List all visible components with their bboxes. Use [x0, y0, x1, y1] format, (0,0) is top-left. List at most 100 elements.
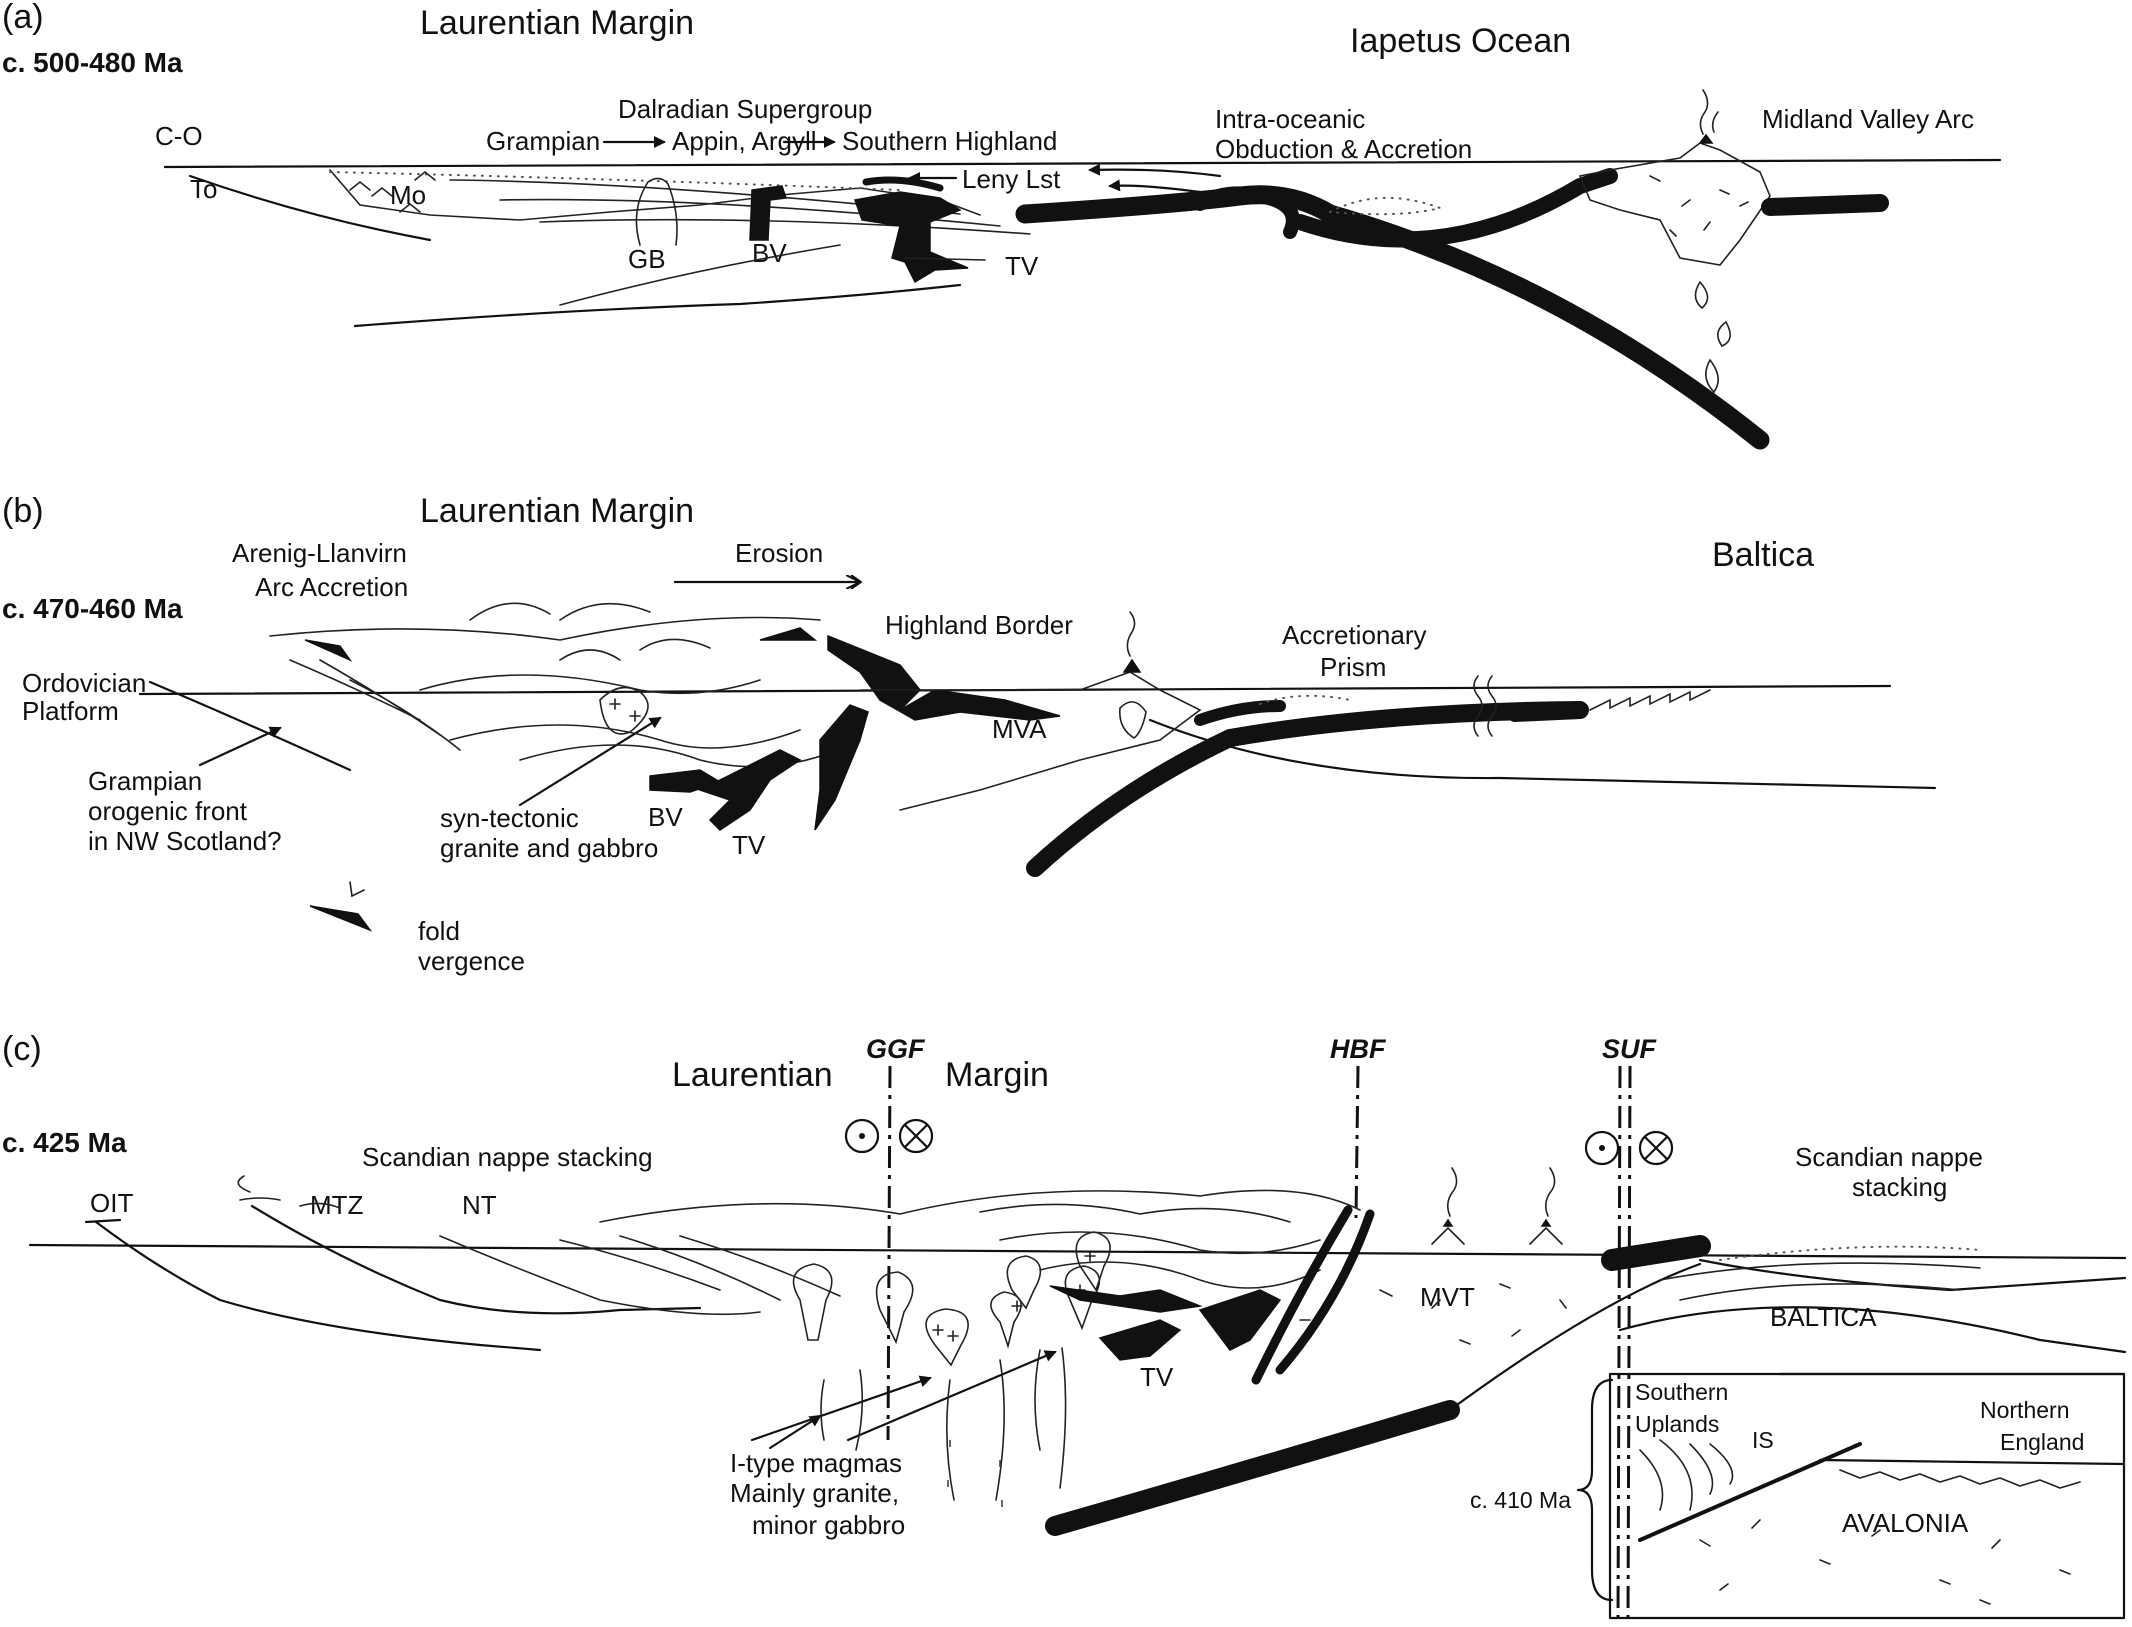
- inset-northern-label-1: Northern: [1980, 1397, 2069, 1423]
- panel-b-volcano-cone: [1122, 658, 1142, 673]
- panel-c-slab-top: [1448, 1262, 1702, 1412]
- panel-b-age: c. 470-460 Ma: [2, 593, 183, 624]
- panel-a-obduction-arrow-2: [1108, 179, 1202, 194]
- panel-c-itype-arrow-1: [768, 1414, 822, 1450]
- panel-c-itype-arrow-2: [750, 1375, 932, 1442]
- panel-b-highland-border-label: Highland Border: [885, 610, 1073, 640]
- panel-c-suf-black-body: [1601, 1235, 1711, 1271]
- panel-b-mva-body: [859, 671, 1202, 811]
- oit-tip: [84, 1218, 122, 1224]
- panel-a-crust-line: [559, 244, 841, 306]
- panel-b-fold-1: [269, 616, 821, 641]
- suf-out-of-page-symbol: [1584, 1130, 1620, 1166]
- panel-a-intra-label-2: Obduction & Accretion: [1215, 134, 1472, 164]
- nt-thrust: [439, 1235, 761, 1316]
- panel-b-ordovician-label-1: Ordovician: [22, 668, 146, 698]
- panel-a: (a) c. 500-480 Ma Laurentian Margin Iape…: [2, 0, 2002, 450]
- panel-c-itype-arrow-3: [846, 1350, 1057, 1442]
- panel-b-fold-label-1: fold: [418, 916, 460, 946]
- panel-b-volcano-plume: [1126, 611, 1136, 657]
- inset-avalonia-top: [1839, 1469, 2081, 1489]
- panel-a-to-label: To: [190, 174, 217, 204]
- panel-c-ggf-label: GGF: [866, 1034, 926, 1064]
- panel-a-sediment-stipple: [329, 171, 901, 191]
- panel-a-subducting-slab: [1015, 185, 1770, 450]
- inset-brace: [1576, 1378, 1614, 1602]
- panel-c-itype-label-3: minor gabbro: [752, 1510, 905, 1540]
- panel-b-arenig-label-1: Arenig-Llanvirn: [232, 538, 407, 568]
- suf-into-page-cross: [1643, 1135, 1669, 1161]
- panel-b-dyke-body: [814, 704, 869, 831]
- panel-a-bv-body: [749, 185, 788, 241]
- panel-c-margin-title: Margin: [945, 1056, 1049, 1094]
- panel-a-co-label: C-O: [155, 121, 203, 151]
- panel-c-scandian-right-label-2: stacking: [1852, 1172, 1947, 1202]
- panel-c-tv-body-3: [1198, 1289, 1282, 1351]
- ggf-out-of-page-dot: [859, 1133, 865, 1139]
- panel-c-subducting-slab: [1045, 1400, 1460, 1536]
- panel-a-leny-label: Leny Lst: [962, 164, 1061, 194]
- panel-c-fold-pile-mid: [979, 1203, 1321, 1255]
- panel-b: (b) c. 470-460 Ma Laurentian Margin Balt…: [2, 492, 1937, 976]
- panel-b-arc-pluton: [1118, 701, 1147, 739]
- panel-a-tv-leader: [904, 257, 986, 261]
- panel-b-erosion-label: Erosion: [735, 538, 823, 568]
- panel-a-rising-plutons: [1694, 281, 1731, 394]
- panel-b-baltica-slab: [1507, 703, 1588, 722]
- panel-c-hbf-label: HBF: [1330, 1034, 1387, 1064]
- suf-fault-line-1: [1616, 1065, 1622, 1621]
- fold-vergence-hook: [349, 881, 365, 898]
- panel-b-granite-pluton: [599, 686, 649, 735]
- suf-fault-line-2: [1626, 1065, 1632, 1621]
- panel-a-obducted-sheet: [1193, 186, 1300, 239]
- panel-c-granite-2: [875, 1271, 914, 1345]
- panel-c-tv-label: TV: [1140, 1362, 1174, 1392]
- panel-b-accretionary-label-1: Accretionary: [1282, 620, 1427, 650]
- panel-a-arc-dashes: [1649, 175, 1749, 237]
- panel-b-vergence-arrow-right: [759, 627, 818, 641]
- panel-c-oit-label: OIT: [90, 1188, 133, 1218]
- panel-a-bv-label: BV: [752, 238, 787, 268]
- panel-c-granite-1: [792, 1263, 833, 1341]
- hbf-fault-line: [1354, 1065, 1360, 1219]
- panel-b-break-symbol: [1473, 675, 1497, 737]
- panel-c-fold-pile-top: [599, 1189, 1361, 1223]
- panel-a-age: c. 500-480 Ma: [2, 47, 183, 78]
- panel-c-sea-level: [28, 1243, 2127, 1260]
- panel-a-margin-base: [188, 174, 432, 242]
- panel-a-tv-body: [854, 191, 969, 284]
- panel-a-accretion-sheet: [1292, 168, 1618, 248]
- panel-c-feeder-dashes: [947, 1440, 1003, 1518]
- panel-c-fold-pile-low: [1039, 1261, 1321, 1289]
- panel-a-outer-slab: [1761, 194, 1889, 216]
- panel-c-tv-body-1: [1049, 1285, 1203, 1313]
- panel-b-subducting-slab: [1026, 701, 1589, 877]
- panel-a-grampian-label: Grampian: [486, 126, 600, 156]
- panel-b-syn-arrow: [518, 716, 662, 807]
- panel-b-wedge-sheet: [1194, 700, 1286, 726]
- panel-c-thrust-hook: [237, 1175, 251, 1193]
- panel-c-hbf-fault-zone: [1251, 1205, 1375, 1385]
- panel-a-mva-label: Midland Valley Arc: [1762, 104, 1974, 134]
- mtz-fold-marks: [239, 1197, 341, 1209]
- panel-b-tag: (b): [2, 492, 44, 530]
- panel-b-platform-base: [148, 680, 352, 772]
- panel-c-volcano-cones: [1431, 1226, 1563, 1245]
- ggf-out-of-page-symbol: [844, 1118, 880, 1154]
- inset-southern-label-2: Uplands: [1635, 1411, 1719, 1437]
- panel-a-gb-intrusion: [635, 177, 678, 246]
- panel-a-southern-highland-label: Southern Highland: [842, 126, 1057, 156]
- panel-c-nappe-slices: [559, 1235, 841, 1301]
- panel-a-gb-label: GB: [628, 244, 666, 274]
- panel-b-nappe-folds-left: [289, 659, 461, 751]
- panel-b-arenig-label-2: Arc Accretion: [255, 572, 408, 602]
- panel-c-granite-7: [1075, 1231, 1111, 1292]
- panel-c-itype-label-1: I-type magmas: [730, 1448, 902, 1478]
- panel-c-granite-4: [990, 1291, 1022, 1349]
- panel-a-margin-title: Laurentian Margin: [420, 4, 694, 42]
- inset-england-surface: [1818, 1458, 2126, 1466]
- panel-a-sea-level: [163, 158, 2002, 169]
- panel-c-laurentian-title: Laurentian: [672, 1056, 833, 1094]
- panel-c-vent-caps: [1442, 1218, 1552, 1227]
